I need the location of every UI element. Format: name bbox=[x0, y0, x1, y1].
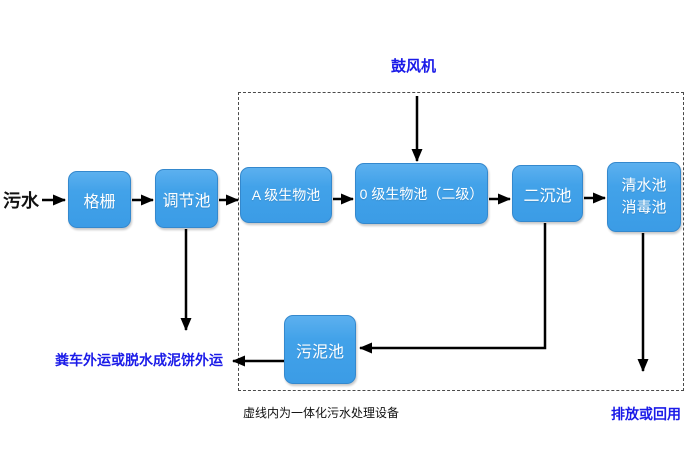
integrated-equipment-dashed-boundary bbox=[238, 92, 684, 391]
blower-label: 鼓风机 bbox=[391, 58, 437, 75]
node-clear-water-disinfection-tank: 清水池 消毒池 bbox=[607, 162, 681, 232]
sludge-disposal-label: 粪车外运或脱水成泥饼外运 bbox=[55, 352, 223, 368]
node-disinfection-label: 消毒池 bbox=[621, 199, 667, 216]
node-grid: 格栅 bbox=[68, 171, 131, 228]
node-secondary-sedimentation-tank: 二沉池 bbox=[512, 165, 583, 222]
node-sludge-tank-label: 污泥池 bbox=[295, 343, 344, 361]
node-o-bio-tank-label: 0 级生物池（二级） bbox=[359, 185, 484, 202]
discharge-label: 排放或回用 bbox=[611, 406, 681, 422]
node-regulating-tank: 调节池 bbox=[155, 169, 218, 228]
node-secondary-sedimentation-label: 二沉池 bbox=[523, 187, 572, 205]
node-o-bio-tank: 0 级生物池（二级） bbox=[355, 163, 488, 224]
node-grid-label: 格栅 bbox=[83, 193, 116, 211]
node-clear-water-label: 清水池 bbox=[621, 177, 667, 195]
node-sludge-tank: 污泥池 bbox=[284, 315, 356, 384]
node-a-bio-tank: A 级生物池 bbox=[240, 167, 332, 223]
dashed-box-note-label: 虚线内为一体化污水处理设备 bbox=[243, 406, 400, 420]
node-a-bio-tank-label: A 级生物池 bbox=[251, 187, 321, 203]
node-regulating-tank-label: 调节池 bbox=[162, 192, 211, 210]
influent-label: 污水 bbox=[3, 191, 39, 211]
